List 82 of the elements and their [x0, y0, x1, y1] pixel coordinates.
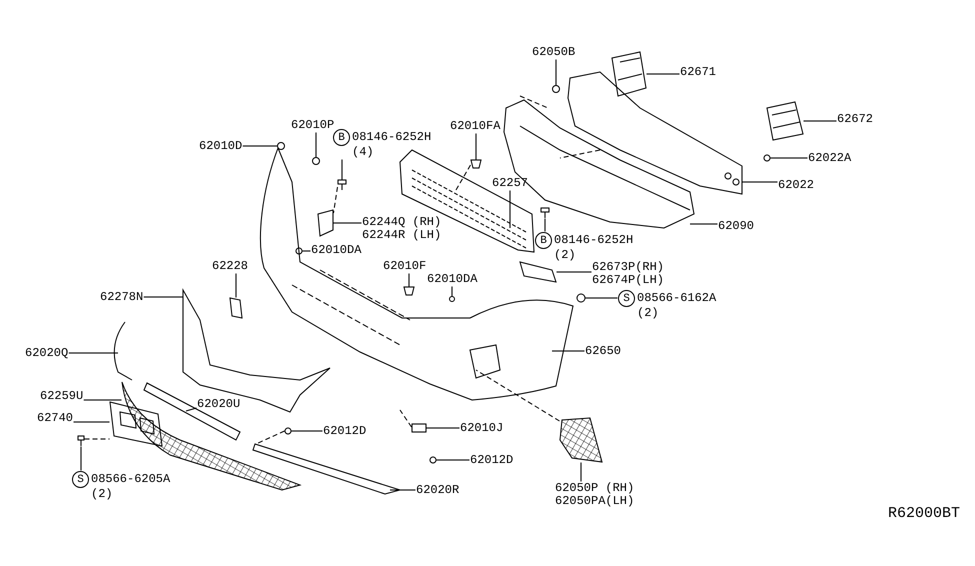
part-number: 62671 [680, 66, 716, 79]
clip-drawing [403, 286, 415, 296]
leader-line [803, 120, 837, 122]
part-number: 62259U [40, 390, 84, 403]
part-number: 62050B [532, 46, 576, 59]
clip-drawing [412, 424, 426, 432]
leader-line [408, 273, 410, 287]
part-number: 08566-6162A [637, 292, 716, 305]
clip-drawing [449, 296, 455, 302]
part-number: 62010J [460, 422, 504, 435]
clip-drawing [312, 157, 320, 165]
part-number: 62650 [585, 345, 622, 358]
fog-lamp-cover-drawing [559, 417, 603, 463]
part-number: 62012D [323, 425, 366, 438]
clip-drawing [296, 248, 302, 254]
part-number: 62257 [492, 177, 528, 190]
leader-line [143, 296, 184, 298]
part-number: 62010DA [311, 244, 362, 257]
part-number: 62050PA(LH) [555, 495, 634, 508]
part-number: 62228 [212, 260, 248, 273]
quantity: (4) [352, 146, 375, 159]
part-number: 62022 [778, 179, 814, 192]
assembly-line [476, 370, 560, 422]
part-number: 62244R (LH) [362, 229, 442, 242]
part-number: 62244Q (RH) [362, 216, 442, 229]
assembly-line [256, 430, 285, 444]
assembly-line [333, 186, 338, 214]
leader-line [302, 250, 311, 252]
bolt-drawing [540, 208, 550, 218]
part-number: 62674P(LH) [592, 274, 664, 287]
part-number: 62020R [416, 484, 460, 497]
quantity: (2) [91, 488, 114, 501]
part-number: 62050P (RH) [555, 482, 634, 495]
circled-letter: S [618, 290, 635, 307]
leader-line [544, 218, 546, 232]
bolt-drawing [338, 180, 346, 190]
bolt-drawing [576, 294, 586, 302]
bracket-drawing [766, 101, 804, 140]
assembly-line [400, 410, 412, 428]
drawing-code: R62000BT [888, 506, 960, 522]
clip-drawing [284, 428, 292, 434]
leader-line [80, 446, 82, 471]
part-number: 62010D [199, 140, 242, 153]
part-number: 08146-6252H [554, 234, 634, 247]
clip-drawing [430, 456, 436, 464]
part-number: 62673P(RH) [592, 261, 664, 274]
part-number: 62278N [100, 291, 144, 304]
bracket-drawing [612, 51, 647, 96]
leader-line [580, 462, 582, 482]
clip-drawing [277, 142, 285, 150]
leader-line [291, 430, 323, 432]
leader-line [68, 352, 118, 354]
quantity: (2) [637, 307, 660, 320]
part-number: 62740 [37, 412, 74, 425]
part-number: 62010FA [450, 120, 500, 133]
bracket-drawing [519, 261, 557, 283]
part-number: 62010P [291, 119, 334, 132]
part-number: 62020Q [25, 347, 68, 360]
bracket-drawing [229, 297, 243, 319]
part-number: 62010F [383, 260, 426, 273]
nut-drawing [552, 85, 560, 93]
part-number: 62090 [718, 220, 754, 233]
circled-letter: B [535, 232, 552, 249]
leader-line [333, 222, 362, 224]
clip-drawing [470, 160, 482, 168]
part-number: 62012D [470, 454, 514, 467]
screw-drawing [78, 436, 84, 446]
part-number: 08566-6205A [91, 473, 170, 486]
leader-line [552, 350, 585, 352]
part-number: 62010DA [427, 273, 478, 286]
quantity: (2) [554, 249, 577, 262]
part-number: 08146-6252H [352, 131, 432, 144]
assembly-line [84, 438, 110, 440]
circled-letter: S [72, 471, 89, 488]
circled-letter: B [333, 129, 350, 146]
leader-line [186, 408, 197, 412]
part-number: 62672 [837, 113, 874, 126]
part-number: 62020U [197, 398, 240, 411]
assembly-line [456, 164, 471, 190]
part-number: 62022A [808, 152, 852, 165]
bracket-drawing [317, 209, 334, 237]
nut-drawing [764, 154, 770, 162]
